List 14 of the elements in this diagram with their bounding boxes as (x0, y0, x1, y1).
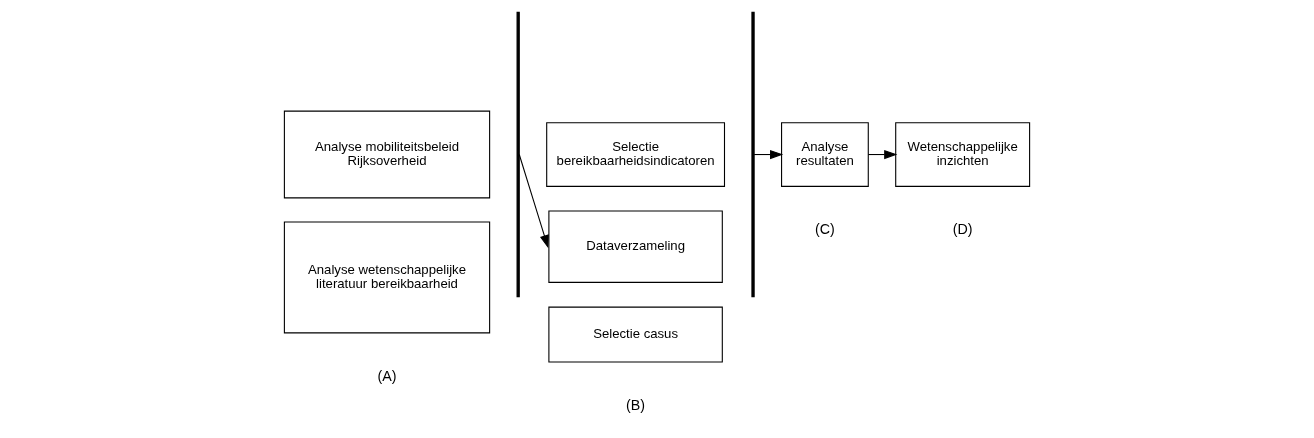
label: (A) (377, 368, 397, 385)
node-box: Dataverzameling (548, 210, 723, 283)
node-box: Analyse resultaten (781, 122, 869, 187)
node-box: Analyse mobiliteitsbeleid Rijksoverheid (283, 110, 491, 199)
node-box: Analyse wetenschappelijke literatuur bereikbaarheid (283, 221, 491, 334)
node-box: Selectie casus (548, 306, 723, 363)
node-bar (751, 11, 755, 298)
node-bar (516, 11, 520, 298)
node-box: Selectie bereikbaarheidsindicatoren (546, 122, 726, 187)
node-box: Wetenschappelijke inzichten (895, 122, 1031, 187)
label: (B) (626, 396, 646, 413)
label: (D) (952, 220, 973, 237)
arrow (518, 153, 549, 249)
label: (C) (815, 220, 835, 237)
